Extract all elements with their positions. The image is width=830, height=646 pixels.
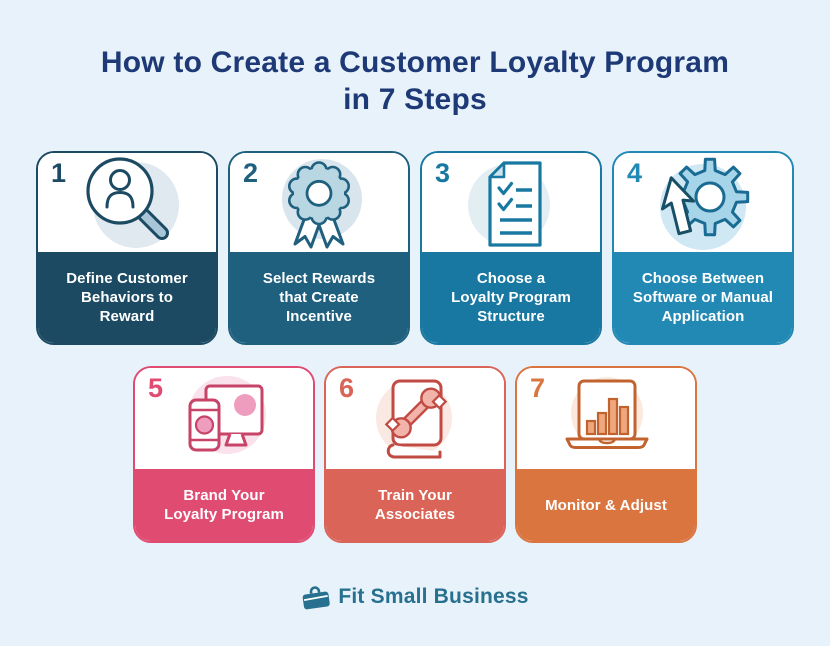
steps-row-1: 1 Define Customer Behaviors to Reward 2 <box>36 151 794 345</box>
training-book-icon <box>376 379 452 458</box>
step-number: 5 <box>148 373 164 403</box>
briefcase-icon <box>303 586 331 610</box>
title-line-2: in 7 Steps <box>343 83 487 116</box>
steps-row-2: 5 Brand Your Loyalty Program <box>133 366 697 543</box>
devices-icon <box>188 375 266 454</box>
step-number: 6 <box>339 373 355 403</box>
user-search-icon <box>86 156 179 248</box>
brand-footer: Fit Small Business <box>0 584 830 610</box>
step-7-icon-area: 7 <box>517 368 695 469</box>
step-number: 7 <box>530 373 546 403</box>
brand-name: Fit Small Business <box>338 585 529 608</box>
gear-cursor-icon <box>660 157 750 250</box>
title-line-1: How to Create a Customer Loyalty Program <box>100 46 730 79</box>
step-card-4: 4 Choose Between Software or Manual Appl… <box>612 151 794 345</box>
step-7-label: Monitor & Adjust <box>517 469 695 541</box>
step-number: 1 <box>51 158 67 188</box>
step-1-icon-area: 1 <box>38 153 216 252</box>
step-6-label: Train Your Associates <box>326 469 504 541</box>
step-card-7: 7 Monitor & Adjust <box>515 366 697 543</box>
step-3-label: Choose a Loyalty Program Structure <box>422 252 600 343</box>
step-card-1: 1 Define Customer Behaviors to Reward <box>36 151 218 345</box>
checklist-icon <box>468 160 550 247</box>
step-card-5: 5 Brand Your Loyalty Program <box>133 366 315 543</box>
step-5-icon-area: 5 <box>135 368 313 469</box>
page-title: How to Create a Customer Loyalty Program… <box>0 44 830 118</box>
laptop-chart-icon <box>565 376 649 449</box>
step-2-label: Select Rewards that Create Incentive <box>230 252 408 343</box>
step-4-icon-area: 4 <box>614 153 792 252</box>
step-2-icon-area: 2 <box>230 153 408 252</box>
step-card-6: 6 Train <box>324 366 506 543</box>
step-number: 4 <box>627 158 643 188</box>
step-6-icon-area: 6 <box>326 368 504 469</box>
step-card-3: 3 Choose a Loyalty Program Str <box>420 151 602 345</box>
step-number: 2 <box>243 158 259 188</box>
step-card-2: 2 <box>228 151 410 345</box>
step-5-label: Brand Your Loyalty Program <box>135 469 313 541</box>
step-4-label: Choose Between Software or Manual Applic… <box>614 252 792 343</box>
award-ribbon-icon <box>282 158 362 248</box>
step-1-label: Define Customer Behaviors to Reward <box>38 252 216 343</box>
step-number: 3 <box>435 158 451 188</box>
step-3-icon-area: 3 <box>422 153 600 252</box>
